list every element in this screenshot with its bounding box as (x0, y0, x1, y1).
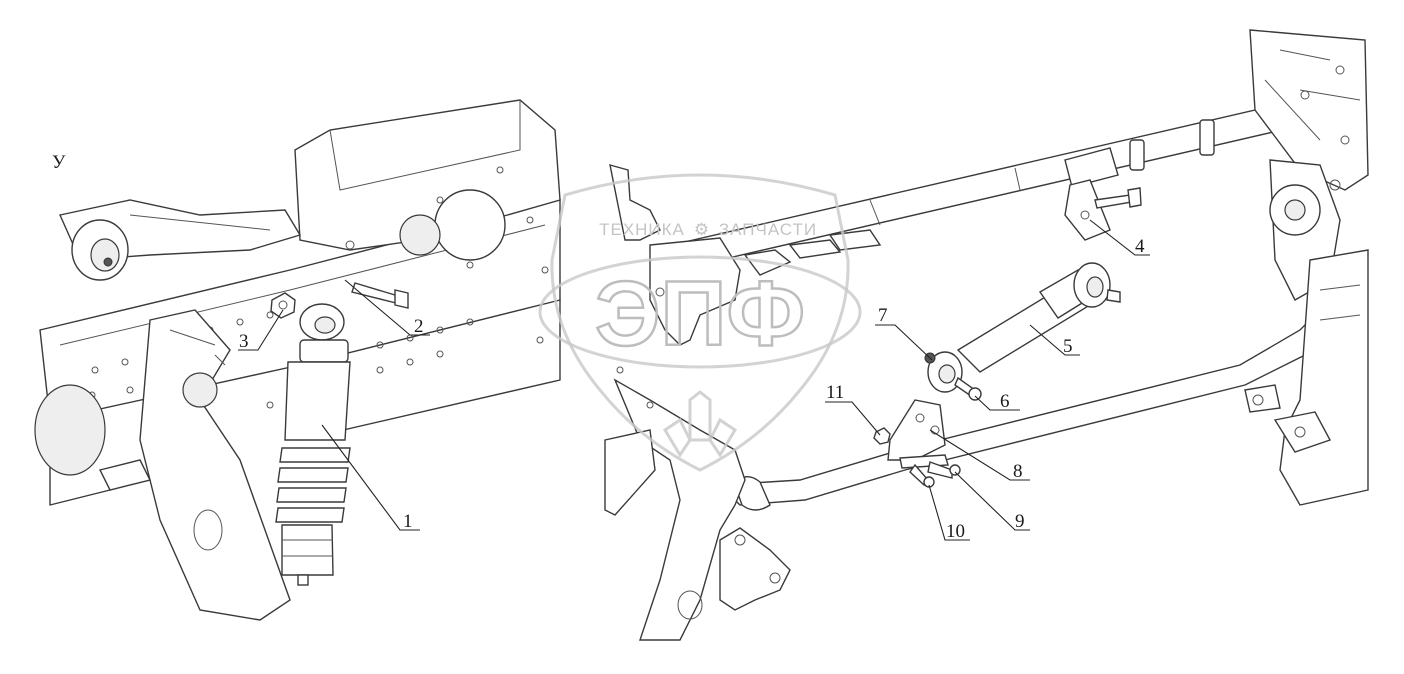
watermark-tagline-left: ТЕХНИКА (599, 220, 685, 239)
cross-tube (649, 94, 1326, 276)
watermark-brand: ЭПФ (595, 263, 805, 365)
callout-6: 6 (1000, 391, 1010, 412)
watermark-emblem (662, 390, 738, 458)
callout-5: 5 (1063, 336, 1073, 357)
callout-9: 9 (1015, 511, 1025, 532)
right-frame (1244, 29, 1369, 506)
watermark-logo: ЭПФ ТЕХНИКА ⚙ ЗАПЧАСТИ (538, 173, 862, 472)
callout-4: 4 (1135, 236, 1145, 257)
edge-mark: У (52, 152, 66, 173)
gear-icon: ⚙ (694, 220, 710, 239)
callout-1: 1 (403, 511, 413, 532)
nut-3 (270, 292, 296, 319)
callout-3: 3 (239, 331, 249, 352)
callout-8: 8 (1013, 461, 1023, 482)
callout-11: 11 (826, 382, 844, 403)
callout-2: 2 (414, 316, 424, 337)
shock-absorber (275, 303, 351, 586)
left-frame-rail (34, 99, 561, 621)
bolt-2 (351, 282, 409, 309)
leader-lines (238, 219, 1150, 541)
callout-7: 7 (878, 305, 888, 326)
cab-shock-absorber-5 (924, 262, 1121, 401)
callout-labels: 1 2 3 4 5 6 7 8 9 10 11 (239, 236, 1145, 542)
watermark-tagline-right: ЗАПЧАСТИ (719, 220, 817, 239)
callout-10: 10 (946, 521, 965, 542)
